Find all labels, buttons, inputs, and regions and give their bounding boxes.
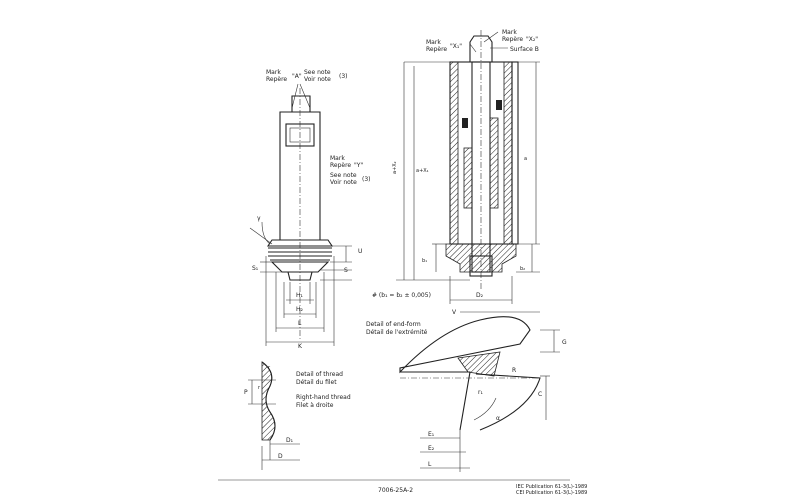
mark-x2-text-2: Repère [502,36,523,43]
endform-detail-2: Détail de l'extrémité [366,329,428,336]
endform-hatch [457,351,501,377]
rod-hatch-left [463,147,473,209]
mark-y-inner [289,127,311,143]
dim-b2: b₂ [520,266,525,272]
endform-l: L [428,461,432,468]
dim-ax2: a+X₂ [392,161,398,174]
thread-hand-1: Right-hand thread [296,394,351,401]
endform-e1: E₁ [428,431,435,438]
alpha-arc [473,397,497,421]
rod-bottom [469,255,493,277]
base-nut [445,243,517,273]
mark-x2-text-1: Mark [502,29,517,36]
publication-iec: IEC Publication 61-3(L)-1989 [516,484,587,490]
mark-y-note-2: Voir note [330,179,357,186]
dim-d2: D₂ [476,292,484,299]
thread-taper [270,261,330,273]
endform-e2: E₂ [428,445,435,452]
tip [287,271,313,281]
thread-d1: D₁ [286,437,294,444]
tolerance-formula: # (b₁ = b₂ ± 0,005) [372,292,431,299]
dim-ax1: a+X₁ [416,168,429,174]
mark-y-note-1: See note [330,172,357,179]
dim-k: K [298,343,303,350]
right-section-figure [396,30,540,304]
thread-hatch [261,361,276,441]
endform-r1: r₁ [478,389,483,396]
thread-rings [268,247,332,261]
gamma-ext [249,227,273,245]
mark-a-note-num: (3) [339,73,348,80]
sleeve-wall-left [449,61,459,245]
mark-x2-letter: "X₂" [526,36,538,43]
thread-r-top: r [268,365,271,371]
dim-h2: H₂ [296,306,304,313]
dim-b1: b₁ [422,258,427,264]
left-gauge-figure [249,83,352,346]
thread-r-bottom: r [258,385,261,391]
thread-d: D [278,453,283,460]
key-right [496,100,502,110]
endform-top-body [399,316,531,374]
dim-l: L [298,320,302,327]
endform-lower-edge [400,371,471,431]
drawing-number: 7006-25A-2 [378,487,413,494]
thread-detail-2: Détail du filet [296,379,337,386]
rod-hatch [489,117,499,209]
thread-detail-figure [248,361,300,470]
endform-g: G [562,339,567,346]
dim-s: S [344,267,348,274]
dim-a: a [524,156,527,162]
dim-s1: S₁ [252,265,259,272]
endform-detail-1: Detail of end-form [366,321,421,328]
endform-c: C [538,391,542,398]
thread-detail-1: Detail of thread [296,371,343,378]
sleeve-outer-lip [511,61,519,245]
gamma-arc [261,221,271,245]
endform-detail-figure [399,311,560,472]
thread-hand-2: Filet à droite [296,402,334,409]
mark-y-text-2: Repère [330,162,351,169]
surface-b: Surface B [510,46,539,53]
endform-right-curve [475,373,541,431]
mark-a-text-1: Mark [266,69,281,76]
endform-alpha: α [496,415,500,422]
mark-a-letter: "A" [292,73,302,80]
thread-p: P [244,389,248,396]
mark-y-text-1: Mark [330,155,345,162]
mark-y-note-num: (3) [362,176,371,183]
mark-x1-text-1: Mark [426,39,441,46]
endform-v: V [452,309,457,316]
mark-x1-letter: "X₁" [450,43,462,50]
dim-h1: H₁ [296,292,304,299]
dim-u: U [358,248,362,255]
sleeve-wall-right [503,61,513,245]
mark-x1-text-2: Repère [426,46,447,53]
dim-gamma: γ [257,215,261,222]
endform-r: R [512,367,516,374]
mark-a-text-2: Repère [266,76,287,83]
mark-y-letter: "Y" [354,162,363,169]
key-left [462,118,468,128]
mark-a-note-2: Voir note [304,76,331,83]
mark-a-note-1: See note [304,69,331,76]
publication-cei: CEI Publication 61-3(L)-1989 [516,490,587,496]
